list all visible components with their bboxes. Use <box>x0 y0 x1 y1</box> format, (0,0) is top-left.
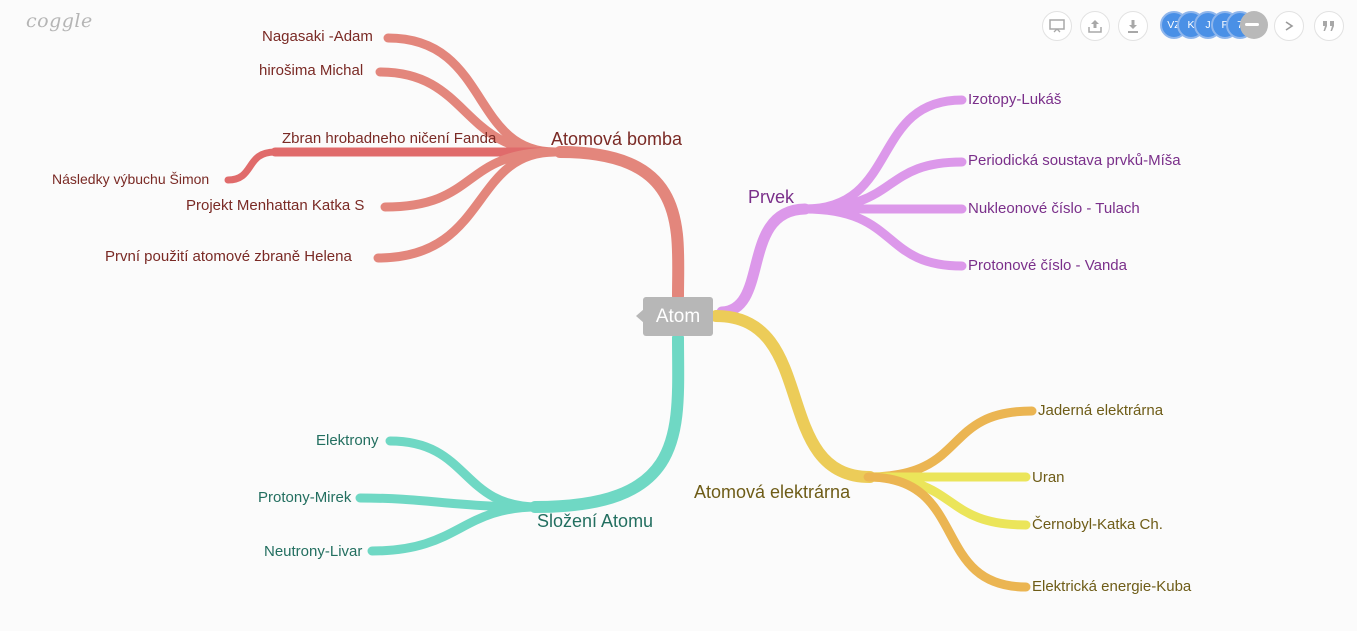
node-jaderna-elektrarna[interactable]: Jaderná elektrárna <box>1038 402 1164 419</box>
branch-line <box>367 502 543 556</box>
presentation-icon[interactable] <box>1042 11 1072 41</box>
toolbar: VZ K J P 7 <box>0 0 1357 60</box>
node-prvek[interactable]: Prvek <box>748 187 795 207</box>
comments-quote-icon[interactable] <box>1314 11 1344 41</box>
branch-line <box>373 147 560 263</box>
node-neutrony[interactable]: Neutrony-Livar <box>264 543 363 560</box>
node-nasledky[interactable]: Následky výbuchu Šimon <box>52 171 210 187</box>
node-uran[interactable]: Uran <box>1032 469 1065 486</box>
node-nagasaki[interactable]: Nagasaki -Adam <box>262 28 373 45</box>
branch-line <box>716 203 811 318</box>
root-node-arrow <box>636 309 644 323</box>
node-zbran[interactable]: Zbran hrobadneho ničení Fanda <box>282 130 497 147</box>
share-icon[interactable] <box>1080 11 1110 41</box>
more-collaborators-icon[interactable] <box>1240 11 1268 39</box>
node-cernobyl[interactable]: Černobyl-Katka Ch. <box>1032 516 1163 533</box>
node-elektrony[interactable]: Elektrony <box>316 432 379 449</box>
node-izotopy[interactable]: Izotopy-Lukáš <box>968 91 1062 108</box>
root-node[interactable]: Atom <box>643 297 713 336</box>
node-hirosima[interactable]: hirošima Michal <box>259 62 364 79</box>
branch-line <box>863 406 1037 482</box>
node-protony[interactable]: Protony-Mirek <box>258 489 352 506</box>
node-elektricka-energie[interactable]: Elektrická energie-Kuba <box>1032 578 1192 595</box>
node-periodicka-soustava[interactable]: Periodická soustava prvků-Míša <box>968 152 1181 169</box>
branch-line <box>800 204 967 271</box>
node-atomova-elektrarna[interactable]: Atomová elektrárna <box>694 482 851 502</box>
coggle-logo[interactable]: coggle <box>26 10 93 32</box>
node-protonove-cislo[interactable]: Protonové číslo - Vanda <box>968 257 1127 274</box>
branch-line <box>863 472 1031 592</box>
node-prvni-pouziti[interactable]: První použití atomové zbraně Helena <box>105 248 352 265</box>
branch-line <box>863 472 1031 530</box>
branch-line <box>224 148 279 184</box>
chevron-right-icon[interactable] <box>1274 11 1304 41</box>
branch-line <box>529 332 685 513</box>
branch-line <box>710 310 876 483</box>
node-slozeni-atomu[interactable]: Složení Atomu <box>537 511 654 531</box>
node-atomova-bomba[interactable]: Atomová bomba <box>551 129 683 149</box>
download-icon[interactable] <box>1118 11 1148 41</box>
node-projekt-menhattan[interactable]: Projekt Menhattan Katka S <box>186 197 365 214</box>
branch-line <box>554 146 685 302</box>
node-nukleonove-cislo[interactable]: Nukleonové číslo - Tulach <box>968 200 1140 217</box>
